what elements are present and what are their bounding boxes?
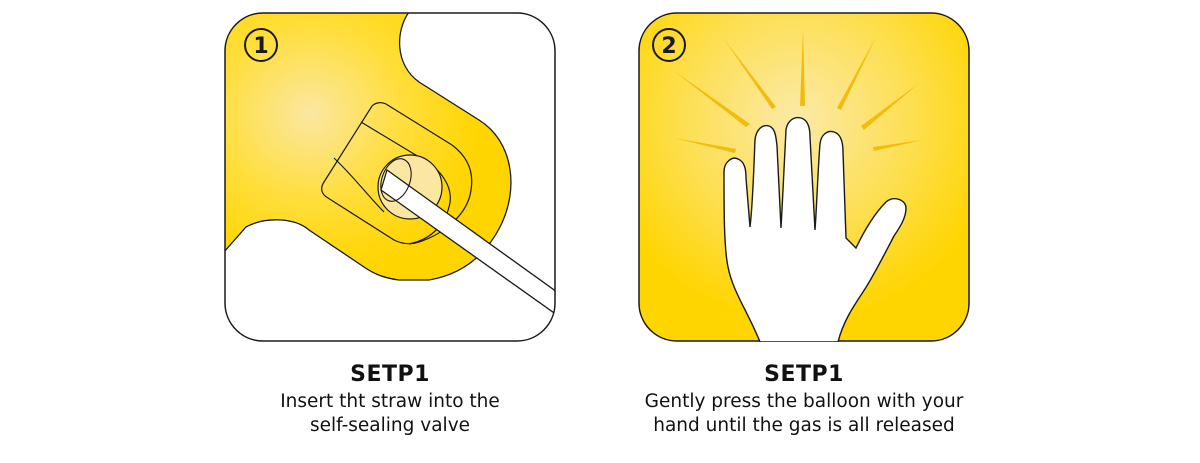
description-line: hand until the gas is all released: [653, 415, 955, 436]
step-title: SETP1: [350, 362, 430, 387]
description-line: self-sealing valve: [309, 415, 471, 436]
light-rays: [674, 29, 922, 153]
step-description: Gently press the balloon with your hand …: [594, 390, 1014, 438]
svg-text:2: 2: [661, 34, 676, 59]
svg-text:1: 1: [253, 34, 268, 59]
straw-into-valve-icon: 1: [224, 12, 556, 342]
step-2-caption: SETP1 Gently press the balloon with your…: [594, 362, 1014, 438]
step-number-badge: 1: [244, 28, 278, 62]
description-line: Insert tht straw into the: [280, 391, 500, 412]
step-1-caption: SETP1 Insert tht straw into the self-sea…: [180, 362, 600, 438]
step-title: SETP1: [764, 362, 844, 387]
description-line: Gently press the balloon with your: [644, 391, 964, 412]
step-2-illustration: 2: [638, 12, 970, 342]
hand-press-icon: 2: [638, 12, 970, 342]
step-1-illustration: 1: [224, 12, 556, 342]
step-description: Insert tht straw into the self-sealing v…: [180, 390, 600, 438]
step-number-badge: 2: [652, 28, 686, 62]
